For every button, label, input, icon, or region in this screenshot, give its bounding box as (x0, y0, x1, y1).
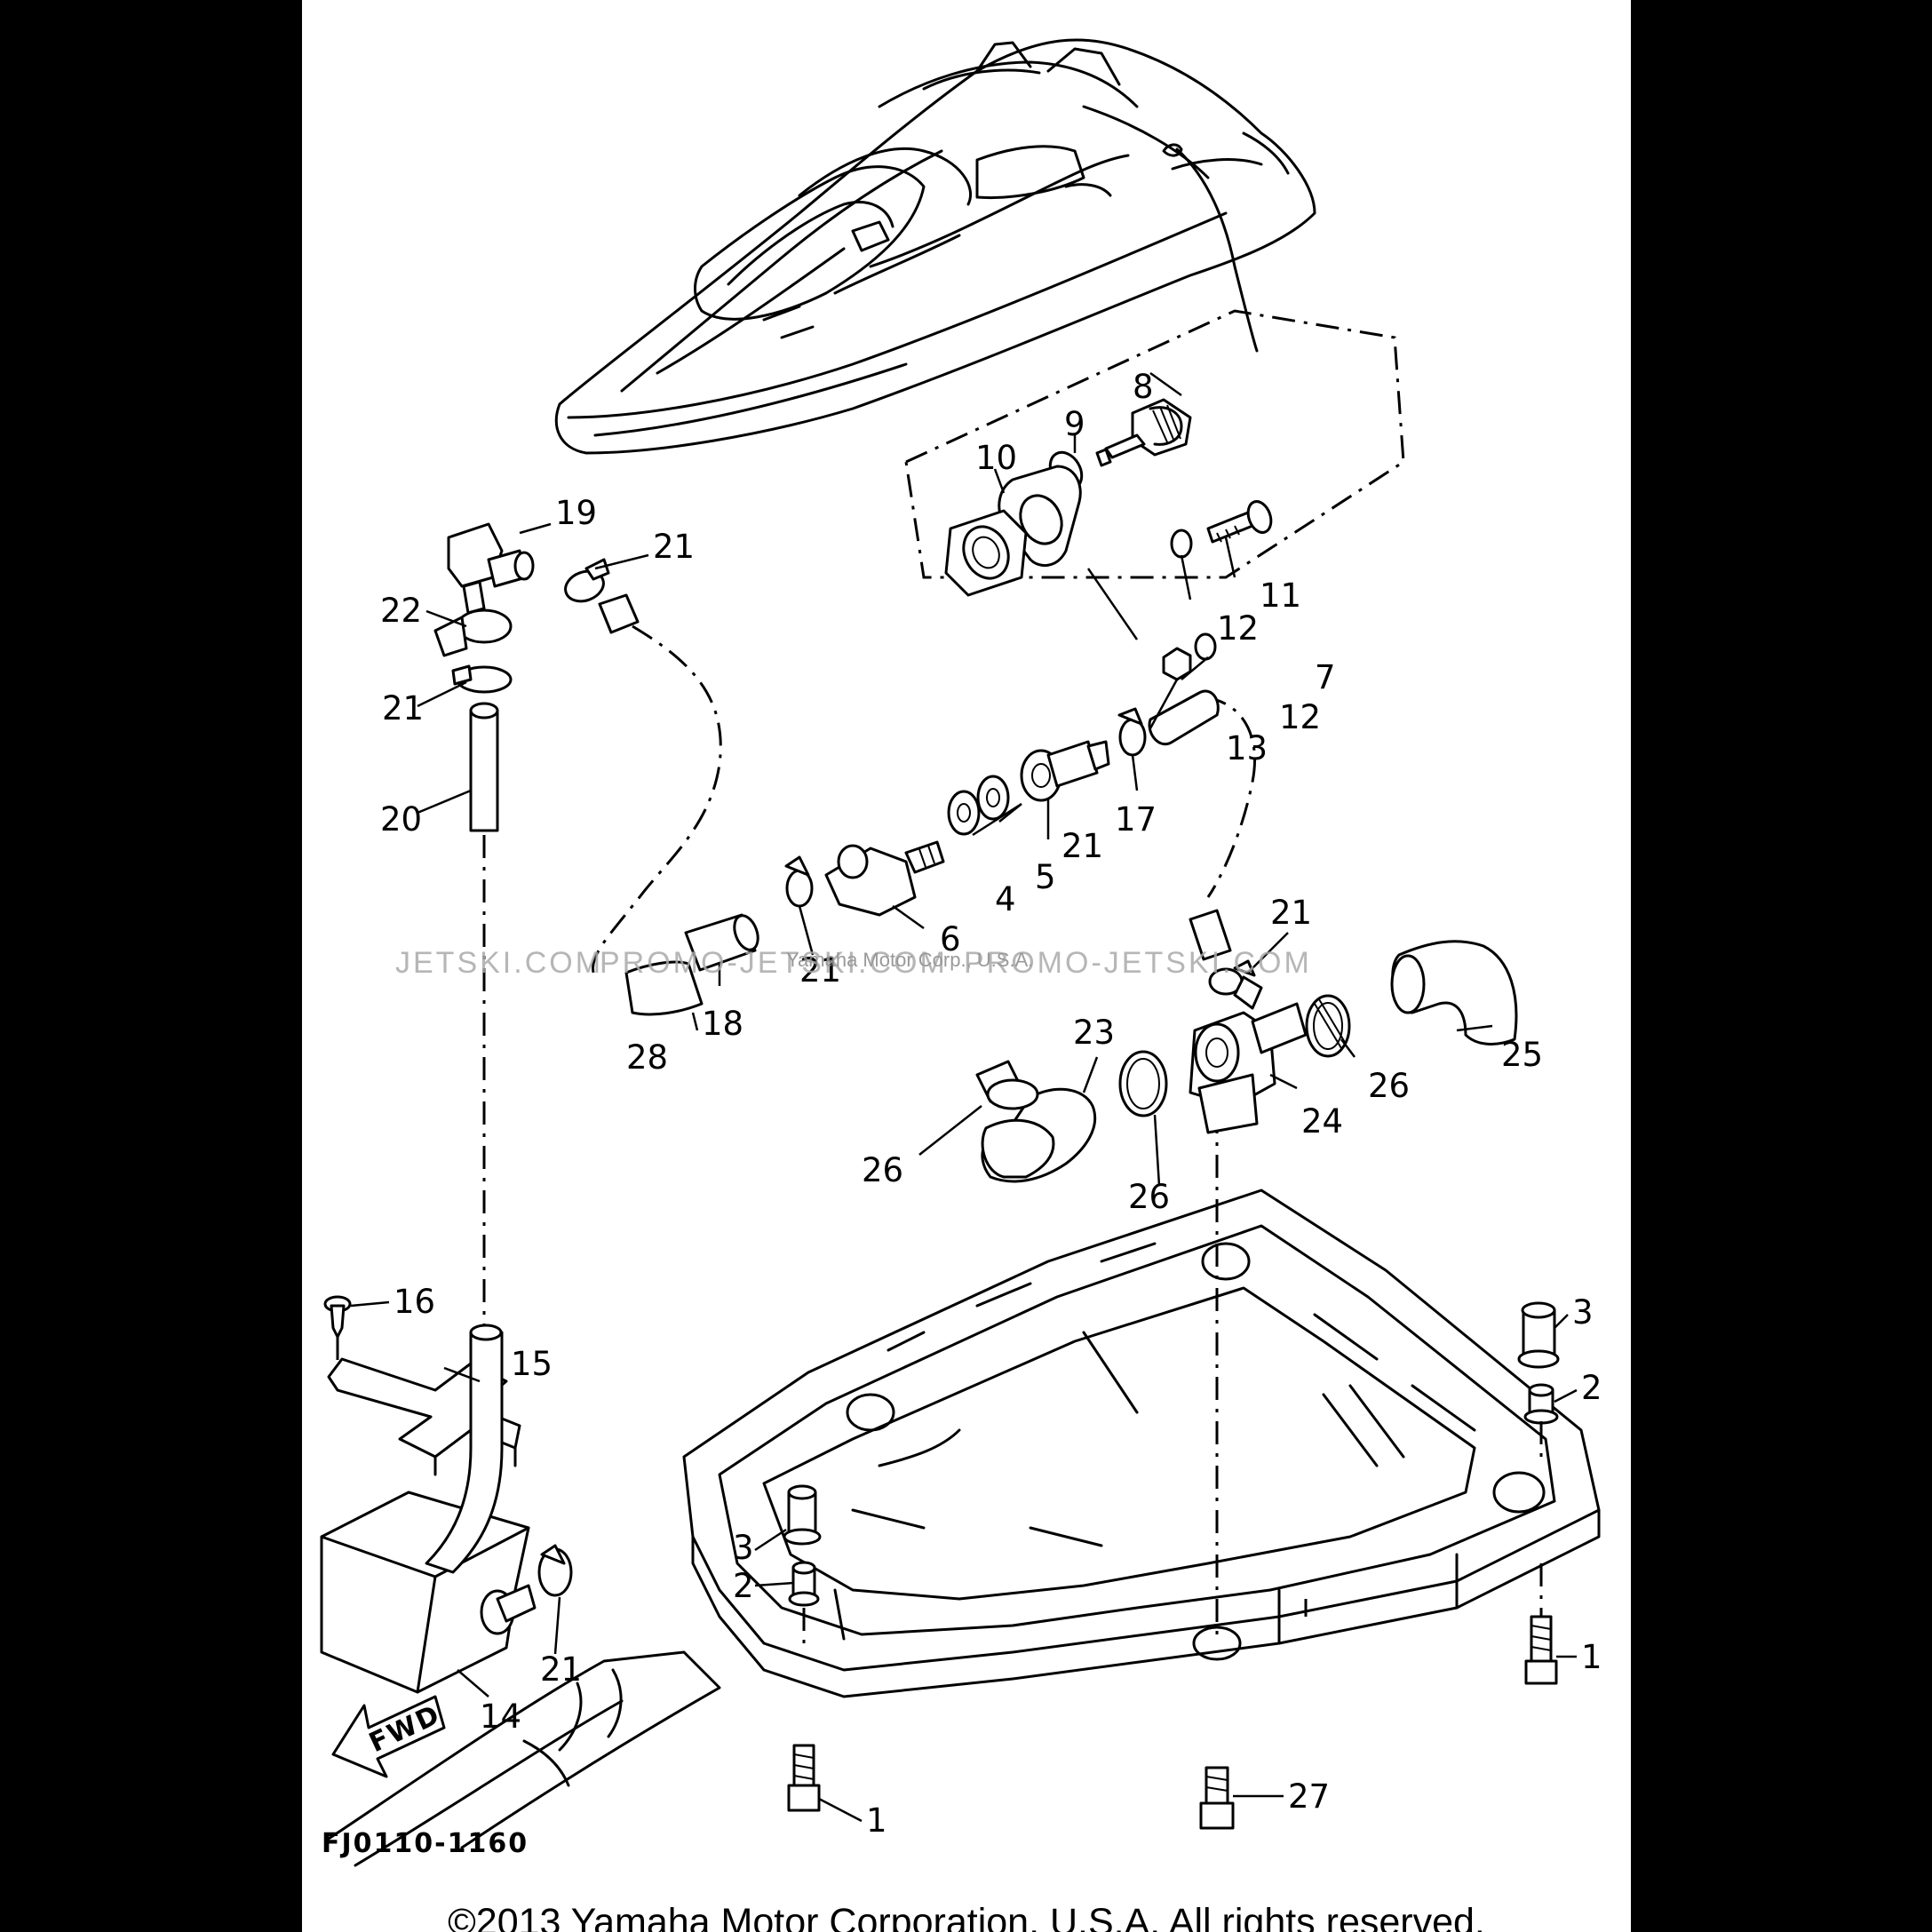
callout-5: 5 (1035, 858, 1056, 896)
copyright-notice: ©2013 Yamaha Motor Corporation, U.S.A. A… (448, 1901, 1485, 1932)
callout-26: 26 (1368, 1067, 1410, 1105)
callout-26: 26 (862, 1151, 903, 1189)
part-4-washers (947, 775, 1010, 836)
part-2-stopper-left (788, 1561, 820, 1607)
part-10-flange-housing (944, 509, 1028, 597)
watermark-center: PROMO-JETSKI.COM (600, 946, 948, 980)
callout-2: 2 (1581, 1369, 1602, 1407)
engine-bed-frame (682, 1189, 1601, 1698)
part-6-fitting (824, 840, 945, 917)
watermark-left: JETSKI.COM (395, 946, 603, 980)
part-12-washer-upper (1170, 529, 1193, 559)
part-3-mount-right (1517, 1301, 1560, 1369)
part-14-water-box (320, 1491, 537, 1694)
callout-2: 2 (733, 1567, 754, 1605)
part-23-elbow-hose (981, 1087, 1097, 1183)
part-18-hose (684, 913, 759, 972)
callout-15: 15 (511, 1345, 553, 1383)
part-12-washer-lower (1194, 632, 1217, 661)
watermark: JETSKI.COM PROMO-JETSKI.COM PROMO-JETSKI… (395, 946, 1312, 980)
callout-7: 7 (1315, 658, 1336, 696)
callout-numbers: 19 21 22 21 20 10 9 8 11 12 12 7 13 17 2… (380, 368, 1602, 1840)
part-21-clamp-b (451, 664, 513, 694)
part-28-hose-bend (624, 960, 704, 1016)
callout-27: 27 (1288, 1777, 1330, 1816)
part-3-mount-left (783, 1484, 822, 1546)
hose-end-a (598, 593, 640, 634)
part-21-clamp-a (564, 558, 610, 603)
part-27-bolt (1199, 1766, 1235, 1830)
part-25-elbow-hose (1390, 940, 1518, 1046)
mount-routing-lines (802, 1421, 1543, 1652)
exploded-parts-diagram: FWD (302, 0, 1602, 1867)
part-2-stopper-right (1523, 1383, 1559, 1425)
callout-20: 20 (380, 800, 422, 839)
part-26-hose-clamp-right (1305, 994, 1351, 1058)
fwd-direction-arrow: FWD (331, 1695, 446, 1778)
callout-3: 3 (1572, 1293, 1594, 1332)
fwd-label: FWD (364, 1699, 445, 1759)
callout-21: 21 (653, 528, 695, 566)
callout-14: 14 (480, 1697, 521, 1736)
callout-8: 8 (1133, 368, 1154, 406)
callout-21: 21 (1061, 827, 1103, 865)
callout-24: 24 (1301, 1102, 1343, 1141)
leader-lines (350, 371, 1578, 1823)
callout-26: 26 (1128, 1178, 1170, 1216)
part-26-hose-clamp-center (1118, 1050, 1168, 1117)
part-19-elbow-fitting (447, 522, 535, 615)
watermark-small: Yamaha Motor Corp., U.S.A. (786, 949, 1033, 971)
routing-line-b (1203, 696, 1257, 898)
hull-deck-illustration (554, 38, 1316, 455)
callout-28: 28 (626, 1038, 668, 1077)
watermark-right: PROMO-JETSKI.COM (964, 946, 1312, 980)
callout-17: 17 (1115, 800, 1157, 839)
callout-13: 13 (1226, 729, 1268, 767)
part-26-hose-clamp-left (975, 1060, 1039, 1110)
subassembly-outline (904, 309, 1405, 579)
part-1-bolt-left (787, 1744, 821, 1812)
callout-25: 25 (1501, 1036, 1543, 1074)
callout-1: 1 (866, 1801, 887, 1840)
routing-line-a (591, 624, 722, 978)
part-22-clamp-bracket (433, 608, 513, 657)
callout-19: 19 (555, 494, 597, 532)
part-16-screw (323, 1295, 352, 1339)
long-hose (425, 1324, 504, 1574)
callout-18: 18 (702, 1005, 743, 1043)
callout-16: 16 (394, 1283, 435, 1321)
callout-9: 9 (1064, 405, 1085, 443)
parts-diagram-sheet: FWD (302, 0, 1631, 1932)
part-24-t-fitting (1189, 975, 1308, 1134)
diagram-code: FJ0110-1160 (322, 1828, 529, 1859)
callout-21: 21 (382, 689, 424, 727)
callout-3: 3 (733, 1529, 754, 1567)
jet-intake-duct (327, 1650, 721, 1867)
callout-12: 12 (1217, 609, 1259, 648)
part-20-hose (469, 702, 499, 832)
part-21-clamp-d (1117, 707, 1147, 757)
callout-21: 21 (799, 951, 841, 990)
hose-end-b (1189, 909, 1232, 961)
part-21-clamp-c (784, 855, 814, 908)
part-17-hose (1148, 689, 1220, 745)
part-1-bolt-right (1524, 1615, 1558, 1685)
part-21-clamp-f (537, 1544, 573, 1597)
callout-10: 10 (975, 439, 1017, 477)
callout-21: 21 (1270, 894, 1312, 932)
callout-22: 22 (380, 592, 422, 630)
callout-23: 23 (1073, 1014, 1115, 1052)
part-11-bolt (1206, 500, 1273, 544)
callout-6: 6 (940, 920, 961, 958)
callout-4: 4 (995, 880, 1016, 918)
part-5-nipple (1020, 740, 1110, 802)
callout-1: 1 (1581, 1638, 1602, 1676)
callout-21: 21 (540, 1650, 582, 1689)
callout-12: 12 (1279, 698, 1321, 736)
part-8-drain-valve (1095, 398, 1192, 467)
callout-11: 11 (1260, 576, 1301, 615)
